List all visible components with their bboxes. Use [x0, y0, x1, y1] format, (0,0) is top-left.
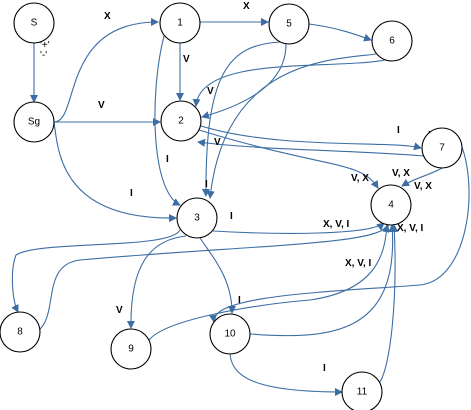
node-circle-3 — [176, 197, 218, 239]
node-circle-sg — [13, 101, 55, 143]
edge-3-to-9 — [126, 235, 187, 329]
node-label-7: 7 — [439, 143, 445, 154]
node-circle-8 — [0, 311, 41, 353]
extra-edge-label-0: V, X — [414, 181, 432, 192]
edge-label-2-to-4: V, X — [351, 173, 369, 184]
edge-7-to-4 — [401, 167, 443, 187]
node-label-2: 2 — [178, 116, 184, 127]
edge-9-to-4 — [148, 224, 391, 341]
edge-label-2-to-7: I — [397, 125, 400, 136]
node-9: 9 — [110, 328, 152, 370]
node-circle-1 — [159, 2, 201, 44]
edge-7-to-2 — [197, 138, 425, 157]
edge-label-7-to-10: I — [238, 295, 241, 306]
edge-label-9-to-4: X, V, I — [397, 223, 424, 234]
node-10: 10 — [209, 313, 251, 355]
edge-label-3-to-4: X, V, I — [323, 219, 350, 230]
edge-10-to-11 — [229, 353, 343, 396]
edge-label-Sg-to-3: I — [130, 188, 133, 199]
edge-label-3-to-9: V — [116, 305, 123, 316]
node-circle-11 — [341, 371, 383, 410]
edge-2-to-4 — [198, 129, 379, 189]
node-label-11: 11 — [357, 387, 368, 398]
node-circle-7 — [421, 127, 463, 169]
node-circle-10 — [209, 313, 251, 355]
nodes-layer: S Sg 1 2 3 4 5 6 7 8 9 10 11 — [0, 2, 463, 410]
edge-label-10-to-11: I — [323, 363, 326, 374]
node-label-5: 5 — [286, 19, 292, 30]
node-label-6: 6 — [389, 36, 395, 47]
edge-5-to-3 — [201, 41, 281, 197]
edge-6-to-2 — [192, 59, 386, 107]
edge-label-5-to-2: V — [207, 86, 214, 97]
node-circle-9 — [110, 328, 152, 370]
node-label-3: 3 — [194, 213, 200, 224]
edge-label-6-to-3: I — [230, 211, 233, 222]
node-label-sg: Sg — [28, 117, 40, 128]
edge-label-1-to-3: I — [166, 154, 169, 165]
edge-label-5-to-3: I — [205, 179, 208, 190]
node-6: 6 — [371, 20, 413, 62]
edge-label-Sg-to-2: V — [98, 100, 105, 111]
node-circle-4 — [370, 184, 412, 226]
node-7: 7 — [421, 127, 463, 169]
node-circle-6 — [371, 20, 413, 62]
node-8: 8 — [0, 311, 41, 353]
edge-labels-layer: '+''-' V I X V I X V I I I V V, X V, X I X, V, I V X, V, … — [40, 1, 432, 374]
node-label-1: 1 — [177, 18, 183, 29]
edge-3-to-4 — [212, 222, 385, 234]
node-label-s: S — [31, 18, 38, 29]
edge-label-7-to-4: V, X — [392, 168, 410, 179]
edge-2-to-7 — [200, 125, 422, 151]
node-circle-2 — [160, 100, 202, 142]
edge-Sg-to-1 — [53, 18, 159, 123]
node-1: 1 — [159, 2, 201, 44]
node-11: 11 — [341, 371, 383, 410]
node-label-4: 4 — [388, 200, 394, 211]
edge-8-to-4 — [36, 224, 390, 333]
edge-label-1-to-5: X — [104, 11, 111, 22]
node-label-9: 9 — [128, 344, 134, 355]
node-sg: Sg — [13, 101, 55, 143]
edge-10-to-4 — [249, 224, 397, 337]
node-circle-s — [13, 2, 55, 44]
edge-label-7-to-2: V — [214, 137, 221, 148]
node-3: 3 — [176, 197, 218, 239]
node-label-8: 8 — [17, 327, 23, 338]
edge-11-to-4 — [378, 224, 399, 384]
edge-3-to-8 — [11, 229, 181, 313]
node-2: 2 — [160, 100, 202, 142]
edge-label-S-to-Sg: '+''-' — [40, 40, 50, 61]
edge-7-to-10 — [209, 137, 470, 323]
node-4: 4 — [370, 184, 412, 226]
edge-label-5-to-6: X — [243, 1, 250, 12]
edge-1-to-3 — [154, 35, 181, 206]
edge-label-10-to-4: X, V, I — [345, 258, 372, 269]
edge-5-to-6 — [308, 23, 372, 42]
edge-Sg-to-3 — [53, 121, 177, 223]
node-5: 5 — [268, 3, 310, 45]
edge-3-to-10 — [199, 237, 236, 314]
edge-label-1-to-2: V — [183, 54, 190, 65]
edge-6-to-3 — [206, 53, 377, 199]
edges-layer — [11, 18, 470, 396]
node-label-10: 10 — [224, 329, 236, 340]
node-s: S — [13, 2, 55, 44]
node-circle-5 — [268, 3, 310, 45]
